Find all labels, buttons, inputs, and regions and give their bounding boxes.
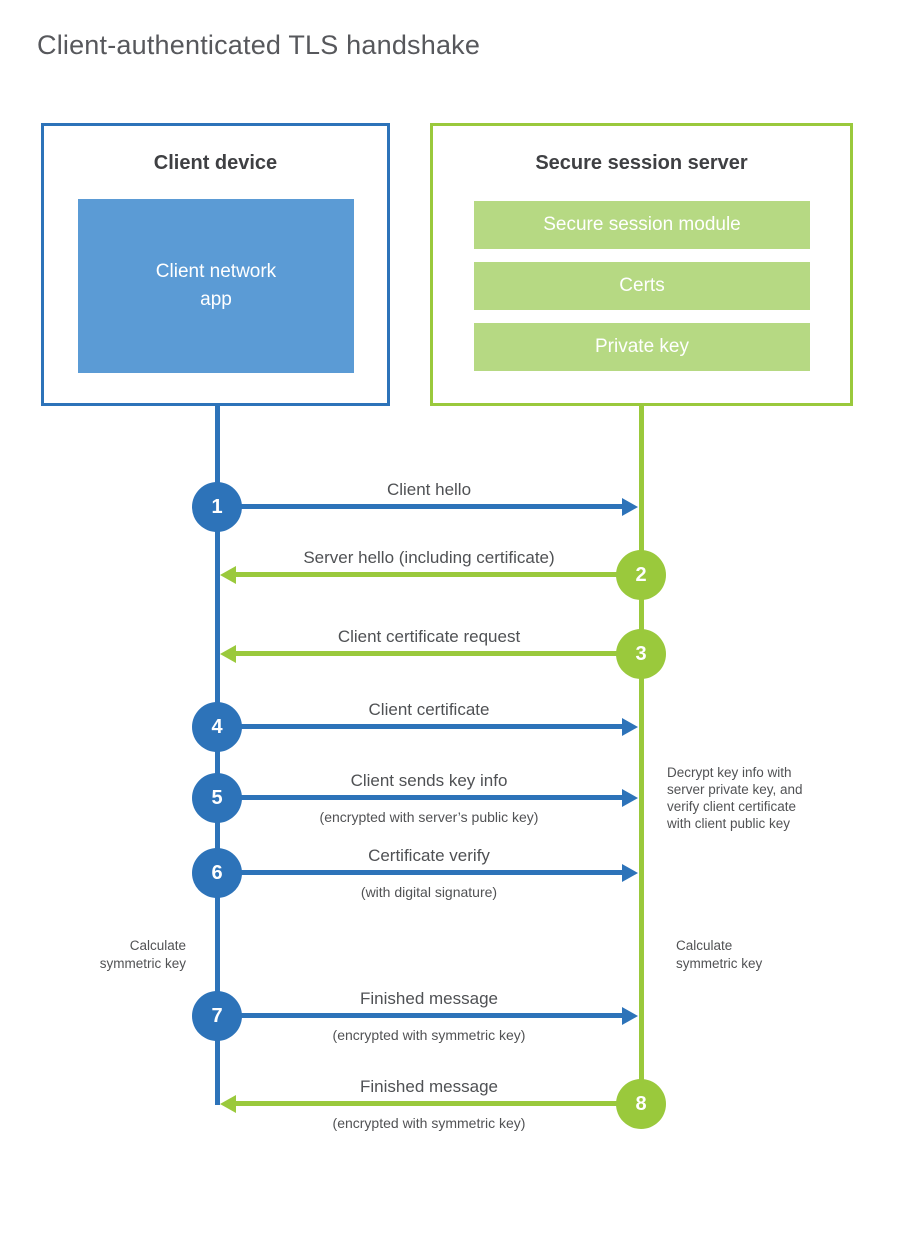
arrow-right-icon xyxy=(622,718,638,736)
arrow-shaft xyxy=(217,1013,624,1018)
server-calculate-symmetric-key-note: Calculate symmetric key xyxy=(676,938,763,971)
client-lifeline xyxy=(215,406,220,1105)
message-label: Certificate verify xyxy=(368,846,490,865)
message-sublabel: (encrypted with symmetric key) xyxy=(332,1115,526,1131)
message-sublabel: (with digital signature) xyxy=(360,884,498,900)
arrow-shaft xyxy=(217,870,624,875)
arrow-right-icon xyxy=(622,864,638,882)
server-lifeline xyxy=(639,406,644,1104)
arrow-shaft xyxy=(217,504,624,509)
arrow-left-icon xyxy=(220,566,236,584)
client-network-app-node: Client network app xyxy=(78,199,354,373)
arrow-left-icon xyxy=(220,1095,236,1113)
message-label: Client certificate xyxy=(368,700,490,719)
message-label: Client sends key info xyxy=(350,771,508,790)
arrow-shaft xyxy=(217,795,624,800)
message-label: Finished message xyxy=(360,1077,498,1096)
arrow-left-icon xyxy=(220,645,236,663)
arrow-shaft xyxy=(234,1101,642,1106)
secure-session-server-box: Secure session server Secure session mod… xyxy=(430,123,853,406)
message-sublabel: (encrypted with server’s public key) xyxy=(319,809,539,825)
server-module-private-key: Private key xyxy=(474,323,810,371)
server-module-certs: Certs xyxy=(474,262,810,310)
client-device-box: Client device Client network app xyxy=(41,123,390,406)
message-label: Server hello (including certificate) xyxy=(303,548,555,567)
arrow-shaft xyxy=(217,724,624,729)
secure-session-server-title: Secure session server xyxy=(535,152,748,174)
client-calculate-symmetric-key-note: Calculate symmetric key xyxy=(99,938,186,971)
arrow-shaft xyxy=(234,651,642,656)
arrow-right-icon xyxy=(622,498,638,516)
server-decrypt-note: Decrypt key info with server private key… xyxy=(667,765,803,831)
page-title: Client-authenticated TLS handshake xyxy=(37,30,481,60)
message-label: Finished message xyxy=(360,989,498,1008)
server-module-secure-session: Secure session module xyxy=(474,201,810,249)
message-label: Client hello xyxy=(386,480,472,499)
arrow-shaft xyxy=(234,572,642,577)
message-sublabel: (encrypted with symmetric key) xyxy=(332,1027,526,1043)
arrow-right-icon xyxy=(622,789,638,807)
arrow-right-icon xyxy=(622,1007,638,1025)
client-device-title: Client device xyxy=(153,152,278,174)
message-label: Client certificate request xyxy=(337,627,521,646)
